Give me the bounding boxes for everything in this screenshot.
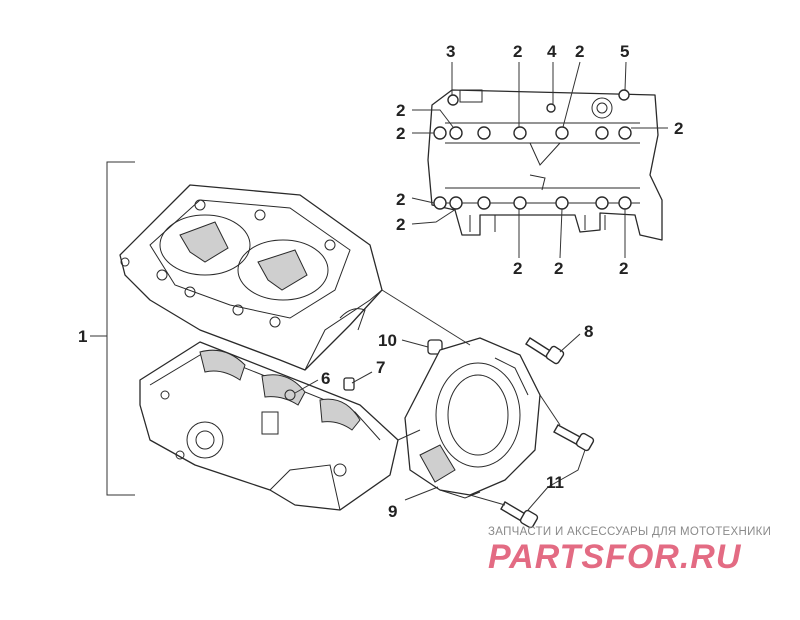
crankcase-bottom-view xyxy=(427,89,663,241)
callout-2-top-a: 2 xyxy=(513,42,522,61)
bolt-11-upper xyxy=(553,424,595,452)
callout-2-bottom-c: 2 xyxy=(619,259,628,278)
callout-6: 6 xyxy=(321,369,330,388)
callout-2-left-d: 2 xyxy=(396,215,405,234)
callout-2-top-b: 2 xyxy=(575,42,584,61)
callout-2-left-a: 2 xyxy=(396,101,405,120)
callout-4: 4 xyxy=(547,42,557,61)
callout-7: 7 xyxy=(376,358,385,377)
callout-labels: 1 3 2 4 2 5 2 2 2 2 2 2 2 2 10 7 6 8 11 … xyxy=(78,42,683,521)
watermark-logo: PARTSFOR.RU xyxy=(488,538,742,576)
upper-crankcase xyxy=(119,184,383,371)
callout-2-left-b: 2 xyxy=(396,124,405,143)
callout-leaders xyxy=(294,61,668,511)
callout-11: 11 xyxy=(546,473,564,492)
bolt-11-lower xyxy=(500,501,539,529)
callout-2-bottom-b: 2 xyxy=(554,259,563,278)
callout-2-right: 2 xyxy=(674,119,683,138)
callout-8: 8 xyxy=(584,322,593,341)
callout-1: 1 xyxy=(78,327,87,346)
watermark-caption: ЗАПЧАСТИ И АКСЕССУАРЫ ДЛЯ МОТОТЕХНИКИ xyxy=(488,526,772,538)
bolt-8 xyxy=(525,337,565,365)
explode-lines xyxy=(381,289,561,506)
end-housing xyxy=(404,337,541,499)
dowel-pin xyxy=(343,377,355,391)
callout-9: 9 xyxy=(388,502,397,521)
lower-crankcase xyxy=(139,341,399,511)
callout-10: 10 xyxy=(378,331,397,350)
callout-2-left-c: 2 xyxy=(396,190,405,209)
callout-3: 3 xyxy=(446,42,455,61)
callout-2-bottom-a: 2 xyxy=(513,259,522,278)
assembly-bracket xyxy=(90,161,135,496)
callout-5: 5 xyxy=(620,42,629,61)
